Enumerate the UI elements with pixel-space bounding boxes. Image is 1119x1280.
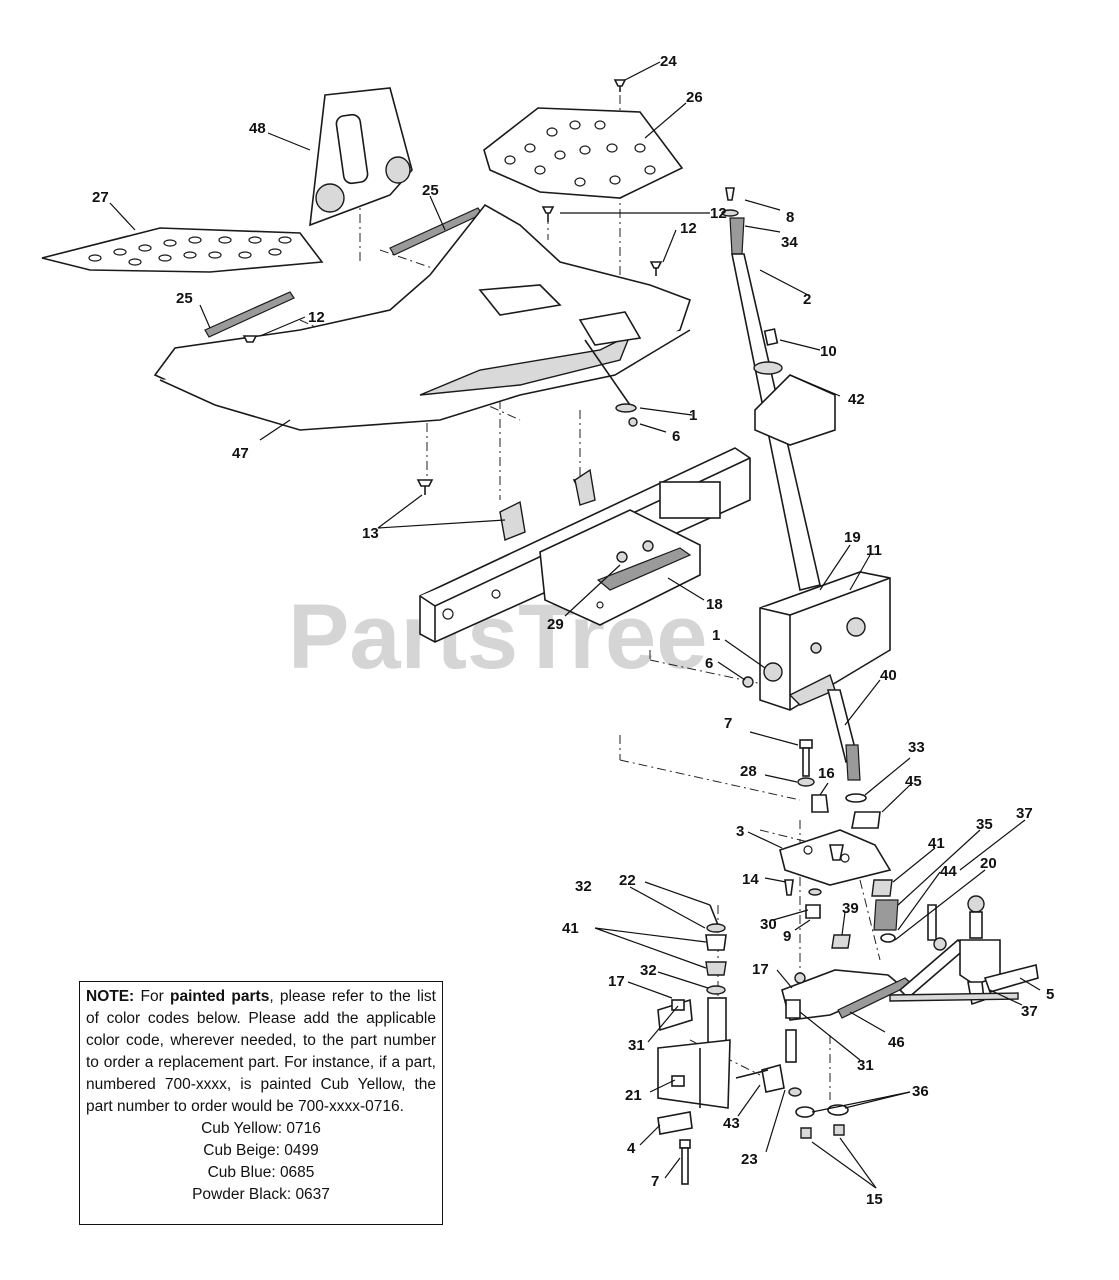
callout-17: 17 [608,973,625,990]
support-rod [584,339,638,427]
bottom-hardware [788,1087,849,1139]
footrest-plate-right [483,107,684,199]
callout-39: 39 [842,900,859,917]
callout-7: 7 [651,1173,659,1190]
color-code-list: Cub Yellow: 0716 Cub Beige: 0499 Cub Blu… [86,1118,436,1206]
callout-31: 31 [857,1057,874,1074]
steering-support-bracket [742,571,891,711]
callout-47: 47 [232,445,249,462]
callout-33: 33 [908,739,925,756]
color-code-item: Powder Black: 0637 [192,1186,330,1203]
floor-pan [153,203,692,431]
callout-6: 6 [705,655,713,672]
callout-12: 12 [308,309,325,326]
callout-9: 9 [783,928,791,945]
callout-15: 15 [866,1191,883,1208]
callout-18: 18 [706,596,723,613]
callout-41: 41 [562,920,579,937]
callout-16: 16 [818,765,835,782]
color-code-item: Cub Beige: 0499 [203,1142,319,1159]
callout-3: 3 [736,823,744,840]
callout-29: 29 [547,616,564,633]
callout-11: 11 [866,542,882,559]
callout-12: 12 [710,205,727,222]
footrest-plate-left [41,227,324,273]
callout-37: 37 [1016,805,1033,822]
callout-25: 25 [176,290,193,307]
callout-12: 12 [680,220,697,237]
callout-28: 28 [740,763,757,780]
callout-21: 21 [625,1087,642,1104]
frame-rail [419,447,751,643]
lower-steering-shaft [826,689,881,829]
note-text-1: For [134,988,171,1005]
callout-31: 31 [628,1037,645,1054]
callout-37: 37 [1021,1003,1038,1020]
callout-30: 30 [760,916,777,933]
note-text-2: , please refer to the list of color code… [86,988,436,1115]
callout-14: 14 [742,871,759,888]
callout-42: 42 [848,391,865,408]
callout-labels: 24 26 48 25 27 12 12 8 34 25 12 2 10 42 … [92,53,1054,1208]
callout-23: 23 [741,1151,758,1168]
callout-45: 45 [905,773,922,790]
callout-24: 24 [660,53,677,70]
callout-32: 32 [640,962,657,979]
callout-4: 4 [627,1140,636,1157]
steering-column [721,187,836,591]
color-code-item: Cub Blue: 0685 [207,1164,315,1181]
callout-44: 44 [940,863,957,880]
color-code-item: Cub Yellow: 0716 [201,1120,321,1137]
steering-gear-assembly [781,879,1039,1063]
callout-22: 22 [619,872,636,889]
callout-5: 5 [1046,986,1054,1003]
callout-48: 48 [249,120,266,137]
callout-10: 10 [820,343,837,360]
callout-13: 13 [362,525,379,542]
painted-parts-note: NOTE: For painted parts, please refer to… [79,981,443,1225]
spindle-assembly-left [657,904,785,1185]
leader-lines [109,61,1041,1189]
callout-36: 36 [912,1083,929,1100]
callout-8: 8 [786,209,794,226]
callout-32: 32 [575,878,592,895]
pivot-bolt-stack [797,739,829,813]
callout-7: 7 [724,715,732,732]
callout-34: 34 [781,234,798,251]
callout-43: 43 [723,1115,740,1132]
callout-27: 27 [92,189,109,206]
callout-40: 40 [880,667,897,684]
callout-17: 17 [752,961,769,978]
callout-2: 2 [803,291,811,308]
callout-25: 25 [422,182,439,199]
note-emphasis: painted parts [170,988,270,1005]
callout-1: 1 [689,407,697,424]
callout-20: 20 [980,855,997,872]
callout-6: 6 [672,428,680,445]
callout-35: 35 [976,816,993,833]
callout-46: 46 [888,1034,905,1051]
callout-19: 19 [844,529,861,546]
callout-41: 41 [928,835,945,852]
callout-26: 26 [686,89,703,106]
note-paragraph: NOTE: For painted parts, please refer to… [86,986,436,1118]
callout-1: 1 [712,627,720,644]
dash-console-panel [309,87,413,227]
note-label: NOTE: [86,988,135,1005]
steering-plate [779,829,892,919]
